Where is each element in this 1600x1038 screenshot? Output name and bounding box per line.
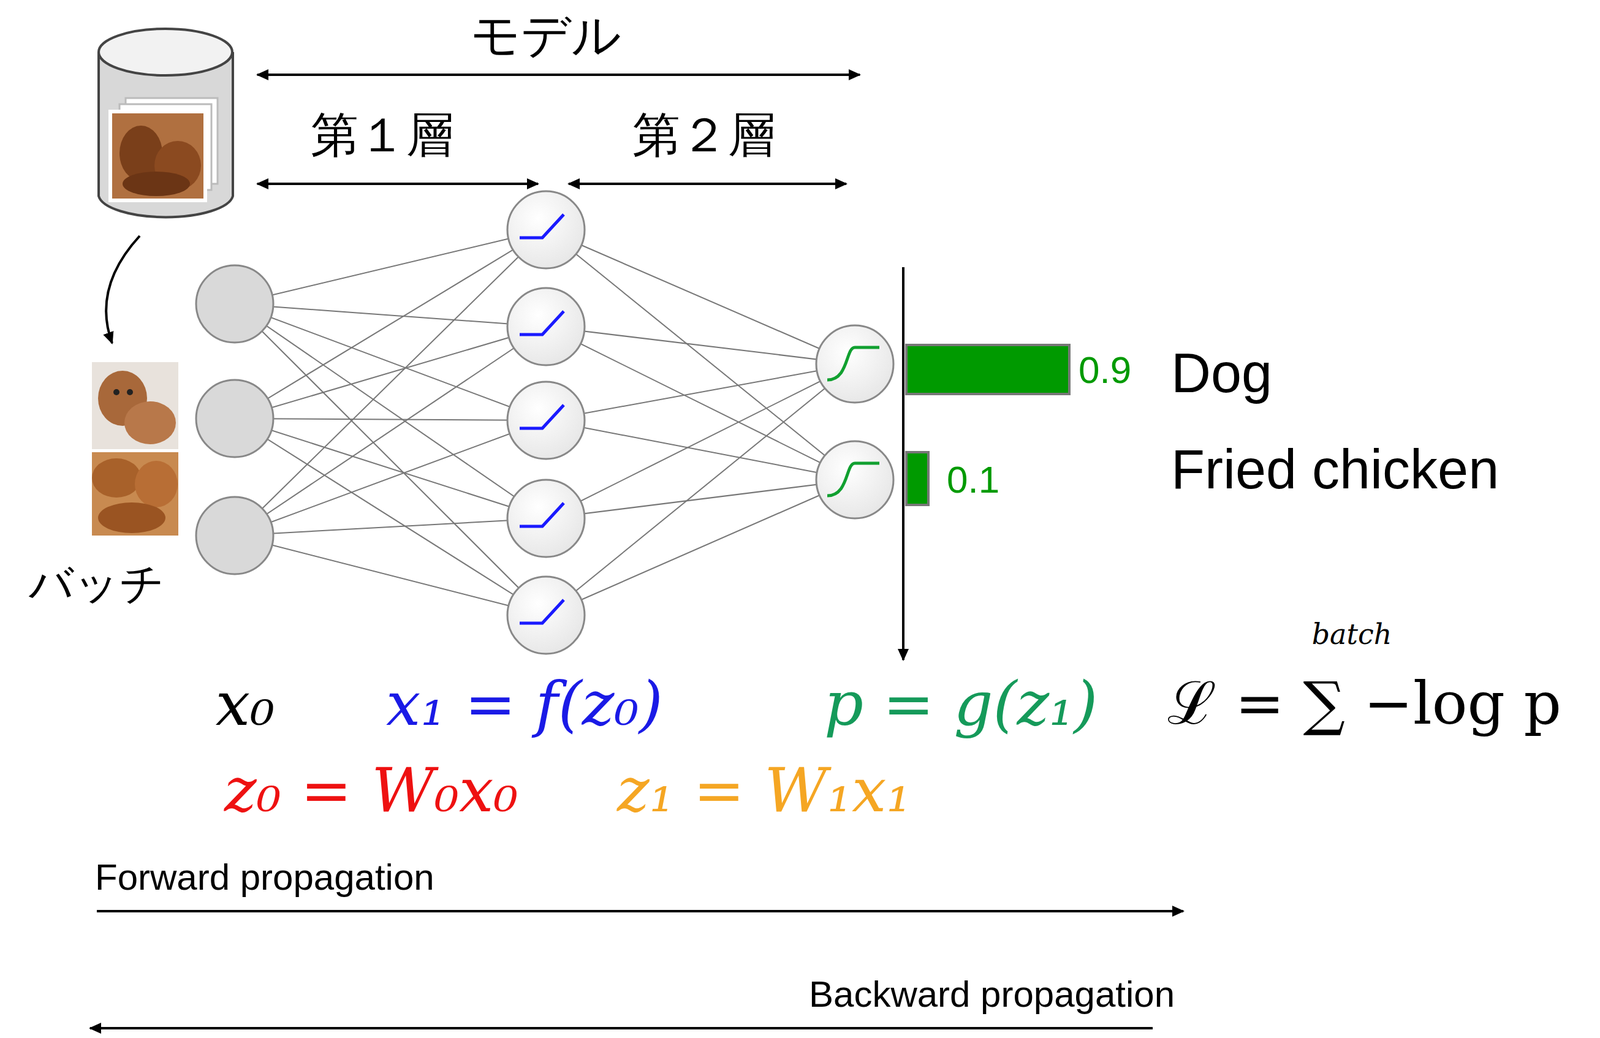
model-label: モデル — [470, 6, 622, 65]
batch-label: バッチ — [28, 557, 165, 610]
loss-formula: ℒ = ∑ −log p — [1167, 668, 1562, 740]
probability-axis — [902, 267, 905, 660]
layer1-bracket — [257, 182, 539, 186]
dataset-cylinder — [98, 28, 233, 217]
class-label: Dog — [1171, 340, 1273, 407]
batch-images — [91, 362, 179, 536]
forward-arrow — [96, 909, 1184, 913]
layer-label: 第２層 — [632, 106, 776, 165]
probability-value: 0.9 — [1078, 347, 1132, 393]
input-units — [196, 265, 274, 575]
probability-bar — [906, 345, 1070, 395]
direction-label: Forward propagation — [94, 855, 435, 900]
class-label: Fried chicken — [1171, 436, 1499, 503]
backward-arrow — [90, 1027, 1153, 1030]
model-bracket — [257, 73, 860, 76]
formula: x₁ = f(z₀) — [386, 667, 664, 741]
formula: z₁ = W₁x₁ — [617, 753, 912, 828]
output-units — [816, 325, 894, 519]
formula: z₀ = W₀x₀ — [224, 753, 519, 828]
sum-limit: batch — [1311, 617, 1393, 652]
formula: x₀ — [215, 667, 275, 741]
formula: p = g(z₁) — [824, 667, 1098, 741]
layer2-bracket — [568, 182, 847, 186]
probability-bar — [906, 452, 929, 505]
probability-value: 0.1 — [946, 457, 1000, 503]
batch-arrow — [106, 235, 140, 344]
network-connections — [234, 229, 855, 616]
layer-label: 第１層 — [310, 106, 455, 165]
direction-label: Backward propagation — [808, 972, 1175, 1017]
hidden-units — [507, 191, 585, 654]
